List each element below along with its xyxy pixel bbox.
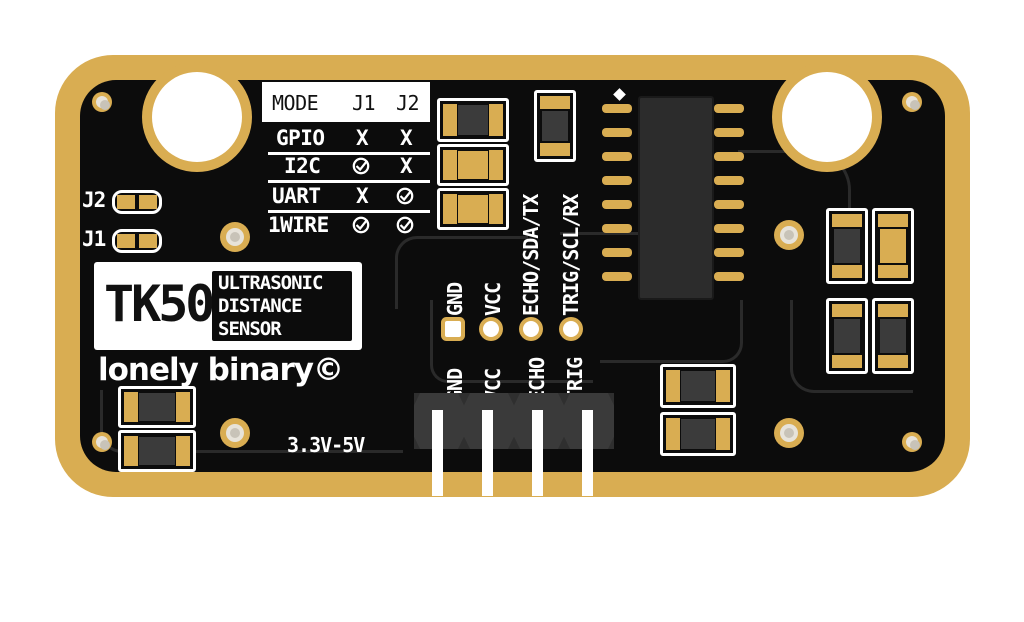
check-icon — [352, 216, 370, 234]
ic-pin — [602, 200, 632, 209]
pad-label-trig: TRIG/SCL/RX — [559, 194, 583, 316]
label-line-1: ULTRASONIC — [218, 272, 323, 294]
jumper-j1-label: J1 — [82, 227, 106, 251]
pad-trig[interactable] — [563, 321, 579, 337]
smd-resistor — [872, 298, 914, 374]
via — [226, 228, 244, 246]
mode-gpio: GPIO — [276, 126, 325, 150]
ic-pin — [714, 248, 744, 257]
ic-pin — [714, 176, 744, 185]
product-label-inner: ULTRASONIC DISTANCE SENSOR — [212, 271, 352, 341]
label-line-3: SENSOR — [218, 318, 282, 340]
ic-pin — [714, 272, 744, 281]
row-divider — [268, 152, 430, 155]
check-icon — [396, 187, 414, 205]
ic-pin — [602, 128, 632, 137]
trace — [790, 300, 913, 393]
ic-pin — [602, 176, 632, 185]
trace — [100, 390, 403, 453]
trace — [600, 300, 743, 363]
smd-resistor — [826, 208, 868, 284]
brand-logo-text: lonely binary© — [98, 352, 344, 388]
gpio-j2: X — [400, 126, 413, 150]
smd-resistor — [118, 386, 196, 428]
header-pin-echo[interactable] — [532, 410, 543, 496]
ic-pin — [602, 272, 632, 281]
mode-i2c: I2C — [284, 154, 321, 178]
ic-pin — [714, 152, 744, 161]
smd-capacitor — [872, 208, 914, 284]
pad-label-vcc: VCC — [481, 282, 505, 316]
trace — [395, 236, 528, 309]
smd-resistor — [437, 98, 509, 142]
ic-chip — [638, 96, 714, 300]
mode-table-header — [262, 82, 430, 122]
ic-pin — [714, 224, 744, 233]
header-j2: J2 — [396, 91, 420, 115]
ic-pin — [714, 200, 744, 209]
row-divider — [268, 180, 430, 183]
header-pin-vcc[interactable] — [482, 410, 493, 496]
pad-label-gnd: GND — [443, 282, 467, 316]
smd-resistor — [660, 412, 736, 456]
header-pin-gnd[interactable] — [432, 410, 443, 496]
smd-capacitor — [437, 144, 509, 186]
mounting-hole-right — [782, 72, 872, 162]
ic-pin — [714, 104, 744, 113]
uart-j1: X — [356, 184, 369, 208]
ic-pin — [602, 104, 632, 113]
via — [906, 96, 920, 110]
header-pin-trig[interactable] — [582, 410, 593, 496]
smd-capacitor — [437, 188, 509, 230]
smd-resistor — [660, 364, 736, 408]
gpio-j1: X — [356, 126, 369, 150]
pad-echo[interactable] — [523, 321, 539, 337]
i2c-j2: X — [400, 154, 413, 178]
trace — [738, 150, 851, 263]
via — [96, 436, 110, 450]
jumper-j2-label: J2 — [82, 188, 106, 212]
check-icon — [352, 157, 370, 175]
via — [906, 436, 920, 450]
product-label: TK50 ULTRASONIC DISTANCE SENSOR — [94, 262, 362, 350]
ic-pin — [714, 128, 744, 137]
smd-resistor — [826, 298, 868, 374]
ic-pin — [602, 248, 632, 257]
pad-vcc[interactable] — [483, 321, 499, 337]
check-icon — [396, 216, 414, 234]
smd-resistor — [118, 430, 196, 472]
mounting-hole-left — [152, 72, 242, 162]
mode-table: MODE J1 J2 GPIO X X I2C X UART X 1WIRE — [262, 82, 430, 238]
pad-label-echo: ECHO/SDA/TX — [519, 194, 543, 316]
pad-gnd[interactable] — [445, 321, 461, 337]
mode-1wire: 1WIRE — [268, 213, 329, 237]
smd-resistor — [534, 90, 576, 162]
jumper-j2[interactable] — [112, 190, 162, 214]
label-line-2: DISTANCE — [218, 295, 303, 317]
header-j1: J1 — [352, 91, 376, 115]
via — [226, 424, 244, 442]
via — [780, 424, 798, 442]
via — [96, 96, 110, 110]
via — [780, 226, 798, 244]
jumper-j1[interactable] — [112, 229, 162, 253]
voltage-label: 3.3V-5V — [287, 433, 365, 457]
header-mode: MODE — [272, 91, 319, 115]
ic-pin — [602, 152, 632, 161]
mode-uart: UART — [272, 184, 321, 208]
row-divider — [268, 210, 430, 213]
model-name: TK50 — [104, 275, 215, 333]
trace — [430, 300, 593, 383]
ic-pin — [602, 224, 632, 233]
